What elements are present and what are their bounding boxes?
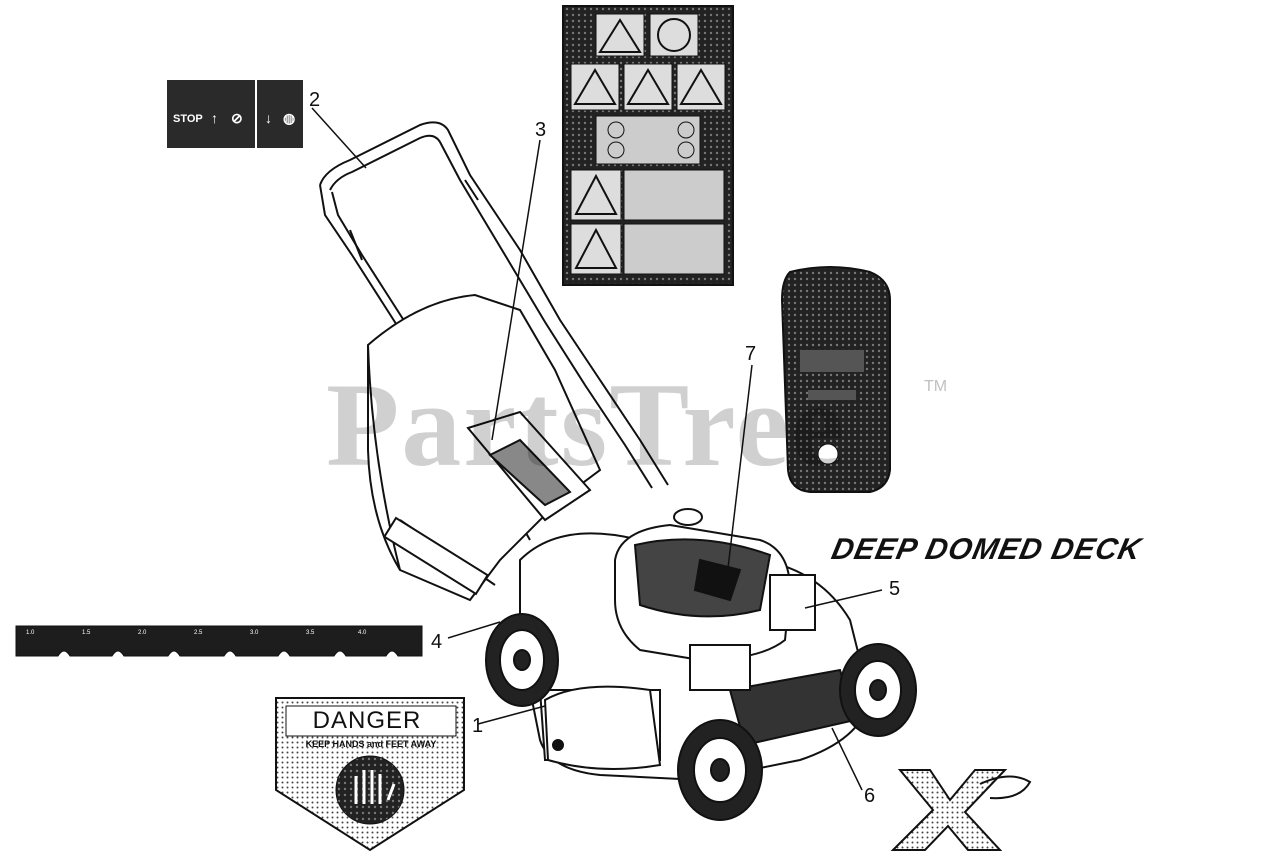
height-label: 3.0 (250, 630, 259, 636)
engine-off-icon: ⊘ (231, 110, 243, 126)
arrow-down-icon: ↓ (265, 110, 272, 126)
height-label: 1.5 (82, 630, 91, 636)
callout-3[interactable]: 3 (535, 119, 547, 141)
callout-6[interactable]: 6 (864, 785, 876, 807)
height-label: 4.0 (358, 630, 367, 636)
trademark-mark: TM (924, 378, 948, 395)
stop-text: STOP (173, 113, 203, 125)
deep-domed-deck-decal: DEEP DOMED DECK (828, 533, 1145, 566)
engine-cover-decal (780, 266, 891, 493)
safety-label-decal (562, 5, 734, 286)
lawn-mower-illustration (319, 121, 917, 821)
engine-on-icon: ◍ (283, 110, 296, 126)
decal-divider (255, 80, 257, 148)
callout-2[interactable]: 2 (309, 89, 321, 111)
stop-decal: STOP ↑ ⊘ ↓ ◍ (167, 80, 303, 148)
danger-decal (275, 697, 465, 852)
arrow-up-icon: ↑ (211, 110, 218, 126)
danger-subtitle: KEEP HANDS and FEET AWAY (305, 739, 437, 749)
height-label: 3.5 (306, 630, 315, 636)
height-label: 1.0 (26, 630, 35, 636)
x-logo-decal (890, 769, 1032, 851)
watermark: PartsTree (326, 358, 846, 491)
height-scale-decal (15, 625, 423, 657)
callout-7[interactable]: 7 (745, 343, 757, 365)
height-label: 2.5 (194, 630, 203, 636)
danger-title: DANGER (312, 707, 422, 734)
callout-5[interactable]: 5 (889, 578, 901, 600)
callout-4[interactable]: 4 (431, 631, 443, 653)
height-label: 2.0 (138, 630, 147, 636)
leader-lines (311, 107, 883, 791)
callout-1[interactable]: 1 (472, 715, 484, 737)
